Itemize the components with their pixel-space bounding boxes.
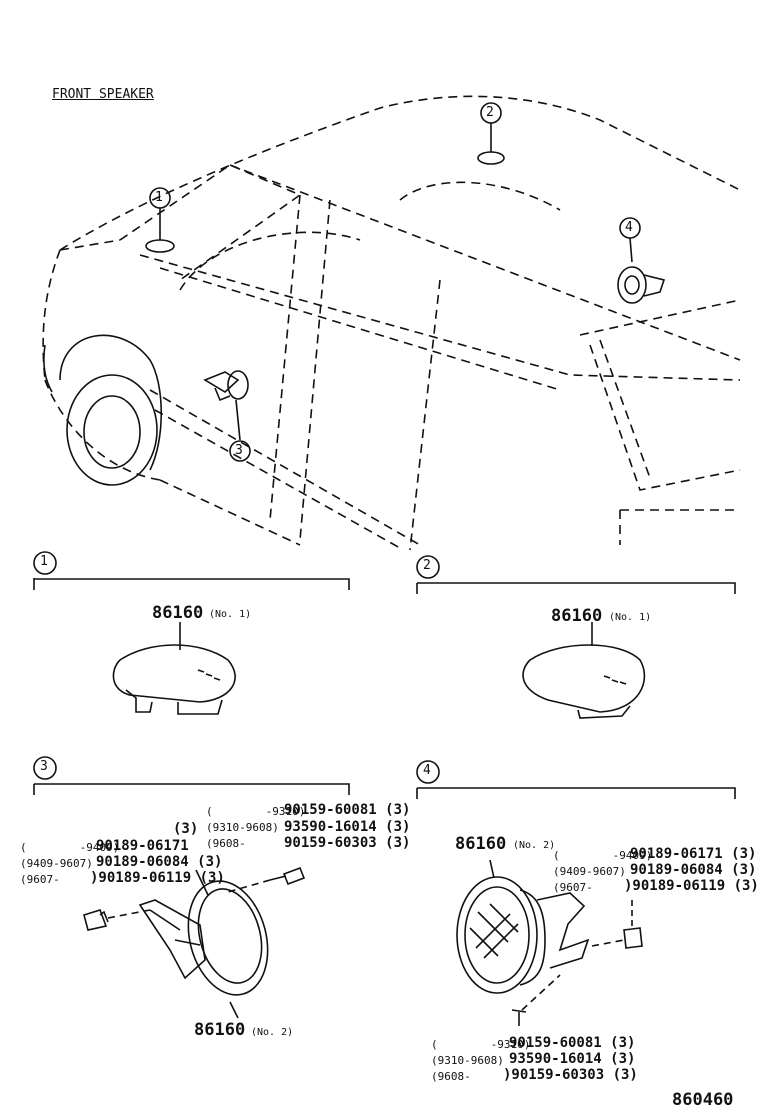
callout-1-circle bbox=[149, 187, 171, 209]
panel-3-speaker bbox=[138, 869, 269, 1019]
panel-3-screw bbox=[227, 866, 306, 893]
panel-4-clip-range-1: ( -9409) bbox=[553, 849, 653, 862]
panel-3-clip-part-2: 90189-06084 (3) bbox=[96, 854, 223, 870]
panel-3-clip-part-3: )90189-06119 (3) bbox=[90, 870, 225, 886]
speaker-location-2 bbox=[477, 151, 505, 165]
panel-3-screw-range-3: (9608- bbox=[206, 837, 246, 850]
panel-4-clip-range-2: (9409-9607) bbox=[553, 865, 626, 878]
panel-3-clip-range-1: ( -9409) bbox=[20, 841, 120, 854]
callout-2-circle bbox=[480, 102, 502, 124]
panel-3-screw-part-3: 90159-60303 (3) bbox=[284, 835, 411, 851]
panel-3-screw-part-2: 93590-16014 (3) bbox=[284, 819, 411, 835]
figure-number: 860460 bbox=[672, 1090, 734, 1110]
callout-4-label: 4 bbox=[625, 220, 633, 235]
car-body-outline bbox=[42, 95, 741, 551]
callout-1-label: 1 bbox=[155, 190, 163, 205]
panel-3-clip bbox=[83, 909, 151, 931]
panel-3-clip-range-3: (9607- bbox=[20, 873, 60, 886]
speaker-location-1 bbox=[145, 239, 175, 253]
panel-4-screw-range-1: ( -9310) bbox=[431, 1038, 531, 1051]
panel-1-index: 1 bbox=[40, 554, 48, 569]
panel-2-part-number: 86160 bbox=[551, 606, 603, 626]
panel-3-clip-part-1: 90189-06171 bbox=[96, 838, 189, 854]
panel-3-screw-part-1: 90159-60081 (3) bbox=[284, 802, 411, 818]
callout-3-label: 3 bbox=[235, 443, 243, 458]
panel-4-speaker bbox=[456, 859, 590, 994]
panel-1-speaker bbox=[112, 622, 236, 715]
speaker-location-3 bbox=[203, 370, 249, 402]
panel-4-part-number: 86160 bbox=[455, 834, 507, 854]
panel-3-clip-range-2: (9409-9607) bbox=[20, 857, 93, 870]
panel-4-screw bbox=[511, 974, 561, 1026]
panel-2-index: 2 bbox=[423, 558, 431, 573]
panel-3-screw-range-2: (9310-9608) bbox=[206, 821, 279, 834]
panel-3-screw-range-1: ( -9310) bbox=[206, 805, 306, 818]
panel-2-part-variant: (No. 1) bbox=[609, 612, 652, 623]
panel-3-part-number: 86160 bbox=[194, 1020, 246, 1040]
panel-headers bbox=[33, 551, 736, 799]
panel-4-index: 4 bbox=[423, 763, 431, 778]
panel-4-part-variant: (No. 2) bbox=[513, 840, 556, 851]
speaker-location-4 bbox=[617, 266, 666, 304]
panel-4-clip bbox=[591, 900, 643, 949]
callout-2-label: 2 bbox=[486, 105, 494, 120]
panel-3-index: 3 bbox=[40, 759, 48, 774]
panel-2-speaker bbox=[522, 622, 646, 719]
panel-4-screw-range-3: (9608- bbox=[431, 1070, 471, 1083]
panel-4-screw-range-2: (9310-9608) bbox=[431, 1054, 504, 1067]
panel-1-part-variant: (No. 1) bbox=[209, 609, 252, 620]
callout-3-circle bbox=[229, 440, 251, 462]
panel-3-qty: (3) bbox=[173, 821, 199, 837]
panel-4-clip-range-3: (9607- bbox=[553, 881, 593, 894]
panel-4-screw-part-3: )90159-60303 (3) bbox=[503, 1067, 638, 1083]
panel-4-screw-part-2: 93590-16014 (3) bbox=[509, 1051, 636, 1067]
panel-4-clip-part-2: 90189-06084 (3) bbox=[630, 862, 757, 878]
callout-4-circle bbox=[619, 217, 641, 239]
diagram-title: FRONT SPEAKER bbox=[52, 87, 154, 102]
panel-4-clip-part-3: )90189-06119 (3) bbox=[624, 878, 759, 894]
panel-1-part-number: 86160 bbox=[152, 603, 204, 623]
panel-3-part-variant: (No. 2) bbox=[251, 1027, 294, 1038]
panel-4-screw-part-1: 90159-60081 (3) bbox=[509, 1035, 636, 1051]
panel-4-clip-part-1: 90189-06171 (3) bbox=[630, 846, 757, 862]
front-wheel bbox=[43, 334, 162, 486]
